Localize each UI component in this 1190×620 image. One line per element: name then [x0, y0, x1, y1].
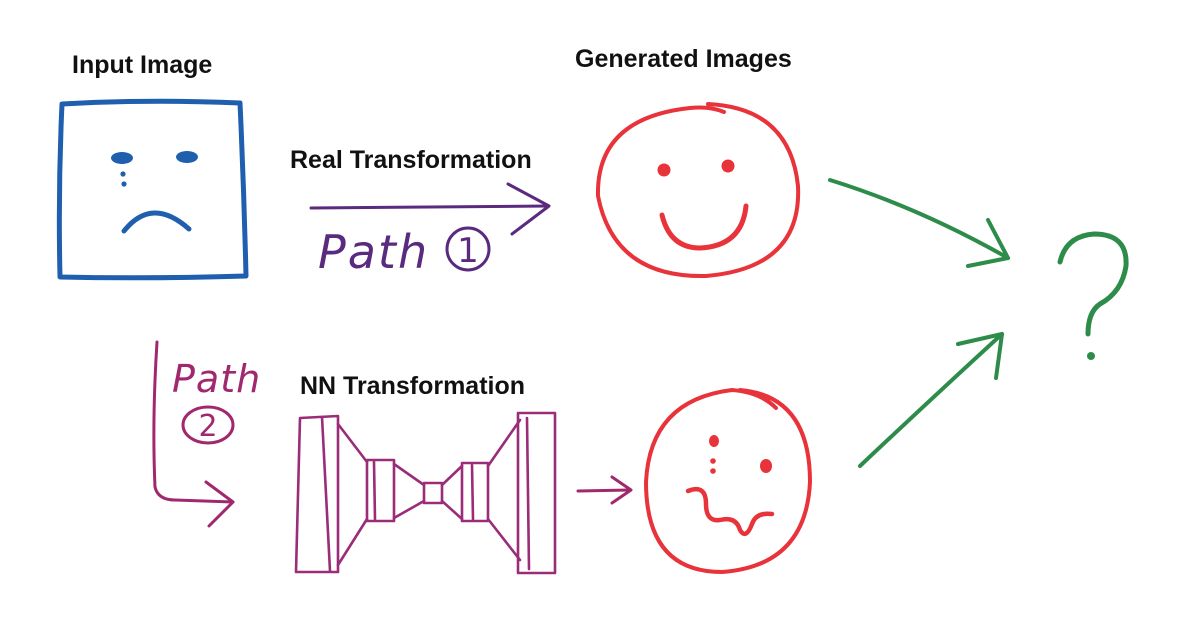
upper-green-arrow-head: [966, 218, 1010, 268]
generated-images-title: Generated Images: [575, 45, 792, 73]
nn-output-layer-depth: [525, 416, 531, 571]
generated-happy-face: [595, 102, 801, 279]
nn-face-outline: [644, 388, 812, 574]
nn-output-arrow-shaft: [576, 488, 632, 493]
path1-arrow: Path 1: [309, 182, 551, 279]
nn-encoder-layer-depth: [372, 460, 377, 521]
generated-nn-face: [644, 388, 812, 574]
happy-mouth: [659, 203, 749, 251]
question-mark-dot: [1087, 352, 1095, 360]
input-sad-face: [56, 98, 249, 281]
input-frame: [56, 98, 249, 281]
nn-output-arrow-head: [610, 475, 633, 505]
nn-decoder-layer: [460, 461, 490, 523]
nn-tear-drop: [710, 468, 716, 474]
lower-green-arrow-shaft: [858, 332, 1004, 468]
path2-number-circle: [181, 405, 235, 445]
nn-wavy-mouth: [685, 486, 775, 537]
path2-label: Path: [172, 357, 261, 401]
path1-label: Path: [318, 225, 429, 279]
sad-left-eye: [111, 152, 133, 164]
lower-green-arrow-head: [956, 332, 1004, 380]
happy-face-outline: [595, 102, 801, 279]
happy-left-eye: [657, 163, 671, 177]
nn-bottleneck-layer: [422, 481, 444, 505]
input-image-title: Input Image: [72, 51, 213, 79]
path2-number: 2: [198, 409, 217, 444]
path1-arrow-shaft: [309, 204, 550, 210]
path2-arrow-shaft: [152, 340, 235, 504]
nn-input-layer: [294, 414, 340, 574]
nn-connector: [336, 418, 522, 567]
sad-right-eye: [176, 151, 198, 163]
sad-mouth: [121, 210, 192, 234]
real-transformation-title: Real Transformation: [290, 146, 532, 174]
nn-output-arrow: [576, 475, 633, 505]
nn-output-layer: [516, 411, 557, 575]
sad-tear-drop: [121, 181, 127, 187]
path1-number-circle: [445, 226, 491, 272]
question-mark: [1057, 231, 1129, 360]
upper-green-arrow-shaft: [828, 178, 1010, 260]
comparison-arrows: [828, 178, 1010, 468]
nn-decoder-layer-depth: [470, 463, 475, 521]
nn-transformation-title: NN Transformation: [300, 372, 526, 400]
nn-input-layer-depth: [320, 415, 332, 573]
path1-number: 1: [457, 231, 479, 271]
path2-arrow: Path 2: [152, 340, 261, 528]
nn-encoder-layer: [365, 458, 396, 523]
path2-arrow-head: [204, 480, 235, 528]
path1-arrow-head: [506, 182, 551, 236]
happy-right-eye: [721, 159, 735, 173]
question-mark-curve: [1057, 231, 1129, 337]
nn-right-eye: [760, 459, 772, 473]
neural-network-sketch: [294, 411, 557, 575]
nn-tear-drop: [710, 458, 716, 464]
nn-left-eye: [709, 435, 719, 447]
sad-tear-drop: [120, 171, 126, 177]
